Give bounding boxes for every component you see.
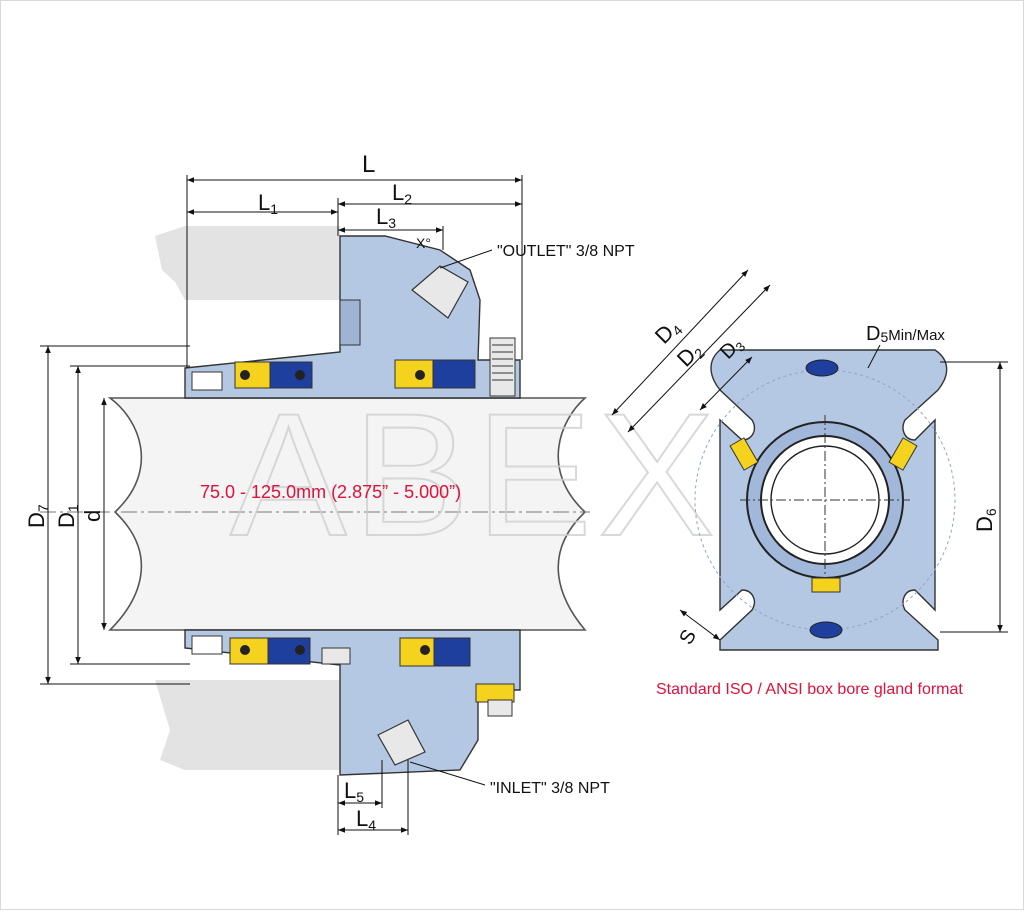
- dim-D5: D5Min/Max: [866, 323, 945, 345]
- caption: Standard ISO / ANSI box bore gland forma…: [656, 681, 963, 698]
- outlet-label: "OUTLET" 3/8 NPT: [497, 243, 635, 260]
- dim-L4: L4: [356, 806, 376, 833]
- dim-D7: D7: [24, 504, 51, 528]
- dimension-lines-left: [40, 175, 523, 835]
- dim-S: S: [675, 626, 701, 649]
- shaft: [40, 397, 590, 631]
- seal-upper: [184, 235, 521, 399]
- labels: L L1 L2 L3 X° "OUTLET" 3/8 NPT "INLET" 3…: [24, 151, 999, 833]
- dim-X: X°: [416, 235, 431, 251]
- dim-d: d: [80, 510, 105, 522]
- dim-L: L: [362, 151, 375, 178]
- dim-D1: D1: [54, 504, 81, 528]
- dim-L2: L2: [392, 180, 412, 207]
- dim-D6: D6: [972, 508, 999, 532]
- seal-lower: [184, 629, 521, 776]
- shaft-range: 75.0 - 125.0mm (2.875” - 5.000”): [200, 482, 461, 502]
- dim-L5: L5: [344, 778, 364, 805]
- dim-D2: D2: [672, 337, 708, 373]
- gland-end-view: [694, 349, 956, 651]
- dim-L3: L3: [376, 204, 396, 231]
- watermark: ABEX: [230, 378, 721, 573]
- dim-L1: L1: [258, 190, 278, 217]
- dimension-lines-right: [611, 269, 1008, 641]
- housing: [155, 226, 340, 770]
- inlet-label: "INLET" 3/8 NPT: [490, 780, 610, 797]
